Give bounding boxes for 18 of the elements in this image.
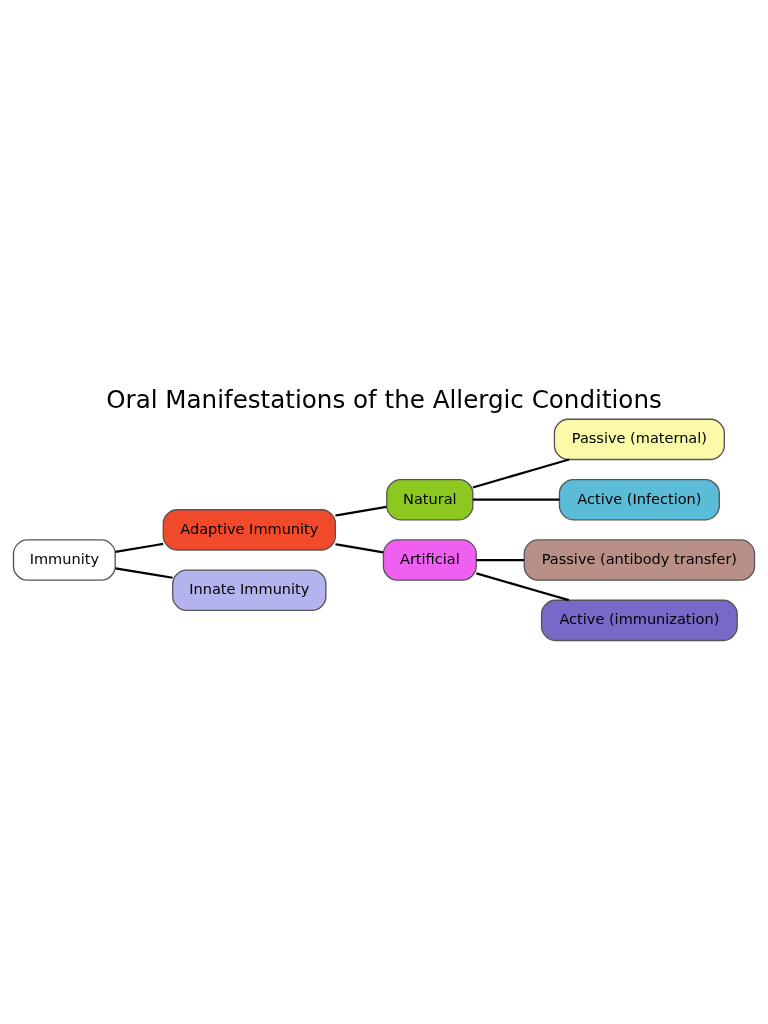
diagram-title: Oral Manifestations of the Allergic Conditions xyxy=(106,384,662,414)
node-box: Adaptive Immunity xyxy=(162,509,337,551)
node-box: Innate Immunity xyxy=(172,569,327,611)
node-box: Passive (maternal) xyxy=(553,418,725,461)
node-box: Natural xyxy=(386,478,474,521)
connector xyxy=(472,498,560,501)
node-box: Active (immunization) xyxy=(540,599,738,642)
connector xyxy=(115,542,164,553)
connector xyxy=(335,505,387,517)
connector xyxy=(476,558,525,562)
node-box: Immunity xyxy=(12,539,116,581)
node-box: Active (Infection) xyxy=(558,478,720,521)
connector xyxy=(476,572,570,602)
connector xyxy=(115,567,173,579)
node-box: Artificial xyxy=(382,539,477,581)
connector xyxy=(472,458,570,489)
node-box: Passive (antibody transfer) xyxy=(523,539,756,581)
connector xyxy=(335,543,384,554)
